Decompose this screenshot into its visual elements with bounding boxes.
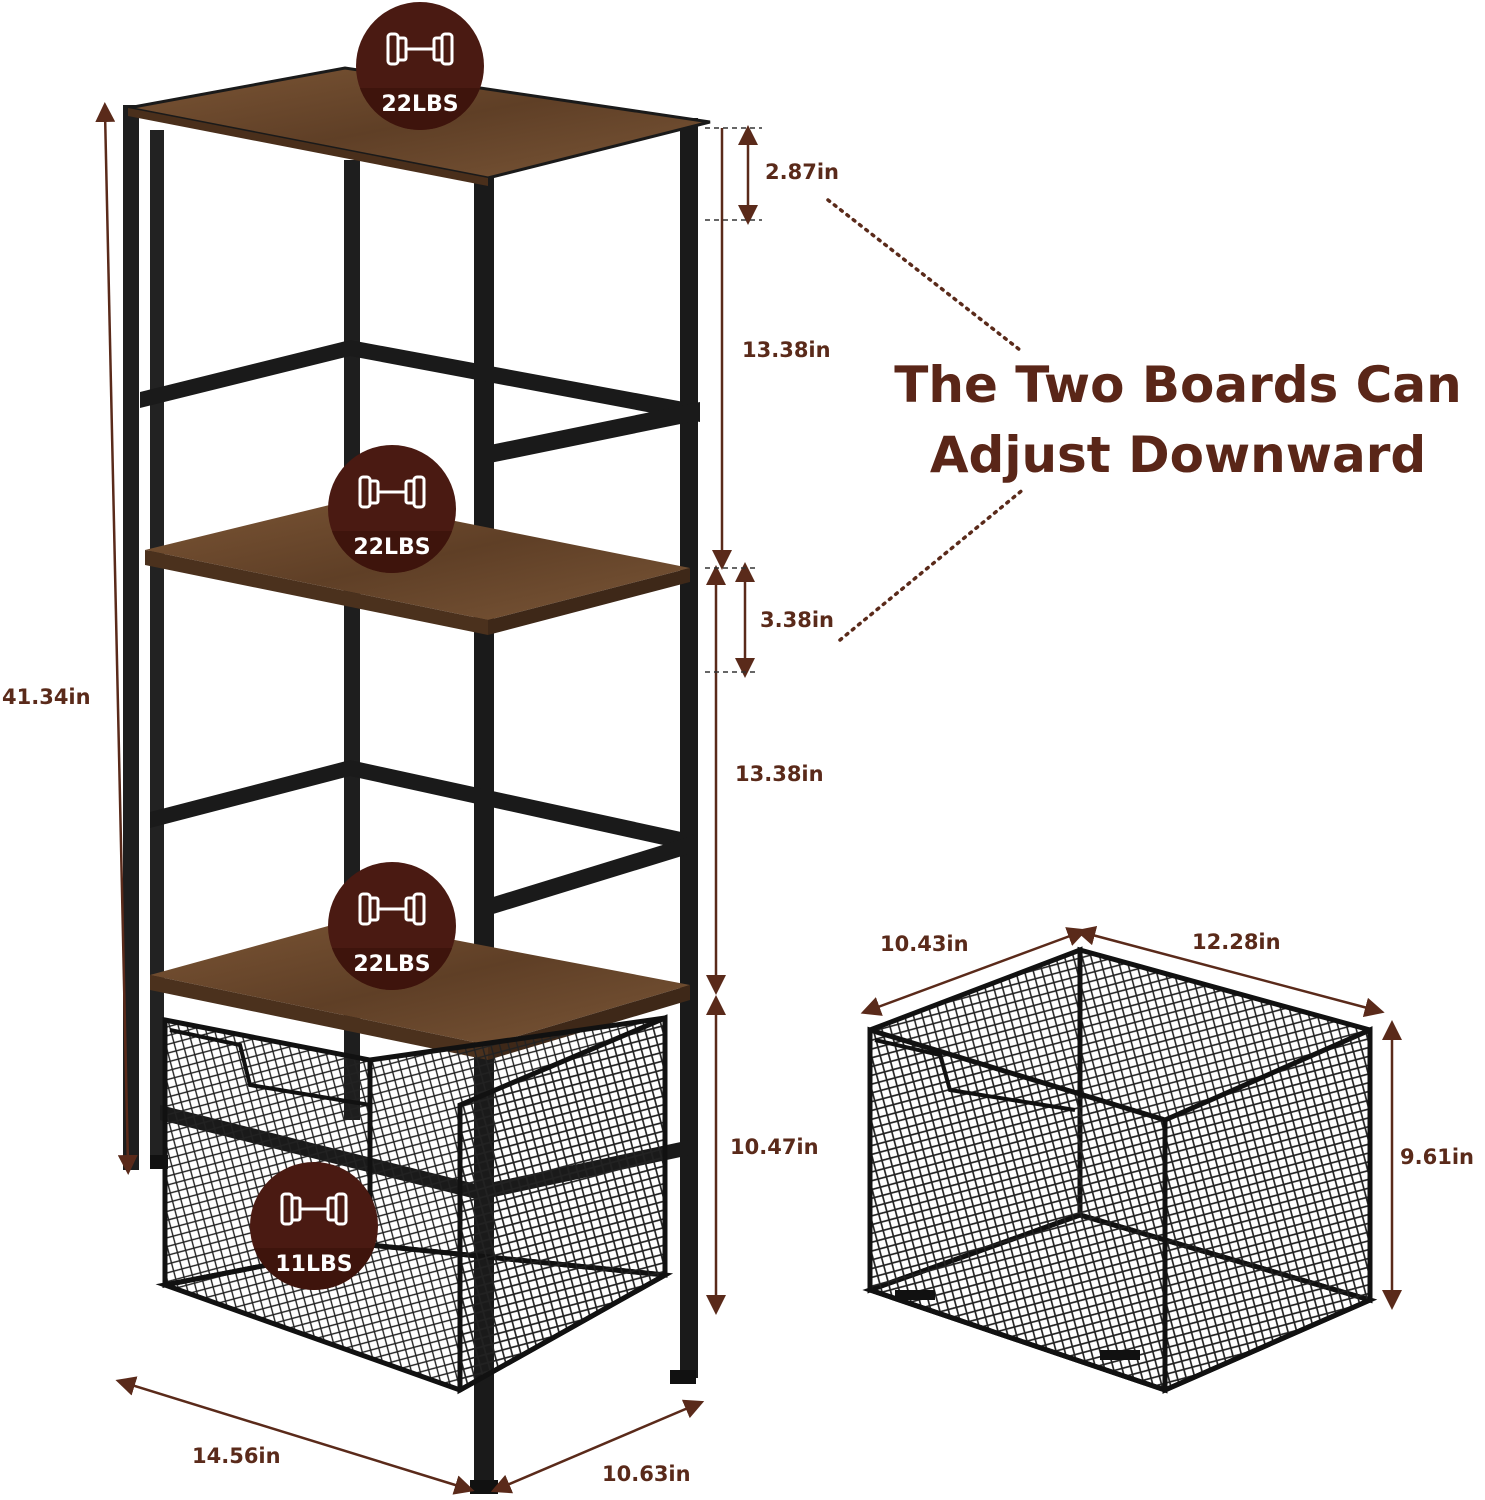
- dim-basket-depth: 10.43in: [880, 932, 969, 956]
- dim-upper-span: 13.38in: [742, 338, 831, 362]
- weight-label-lower: 22LBS: [328, 948, 456, 990]
- dumbbell-icon: [358, 892, 426, 926]
- dim-basket-height: 9.61in: [1400, 1145, 1474, 1169]
- dim-width: 14.56in: [192, 1444, 281, 1468]
- dimension-guides: [705, 127, 762, 673]
- dim-basket-width: 12.28in: [1192, 930, 1281, 954]
- headline-line-1: The Two Boards Can: [894, 356, 1462, 414]
- weight-badge-middle: 22LBS: [328, 445, 456, 573]
- dim-top-gap: 2.87in: [765, 160, 839, 184]
- weight-badge-lower: 22LBS: [328, 862, 456, 990]
- shelf-unit: [123, 66, 711, 1494]
- dumbbell-icon: [358, 475, 426, 509]
- weight-label-basket: 11LBS: [250, 1248, 378, 1290]
- dim-total-height: 41.34in: [2, 685, 91, 709]
- callout-dotted-lines: [826, 198, 1027, 642]
- dumbbell-icon: [280, 1192, 348, 1226]
- dim-depth: 10.63in: [602, 1462, 691, 1486]
- weight-badge-top: 22LBS: [356, 2, 484, 130]
- dim-basket-span: 10.47in: [730, 1135, 819, 1159]
- dim-lower-span: 13.38in: [735, 762, 824, 786]
- weight-label-middle: 22LBS: [328, 531, 456, 573]
- dumbbell-icon: [386, 32, 454, 66]
- weight-badge-basket: 11LBS: [250, 1162, 378, 1290]
- dimension-lines: [95, 102, 1402, 1495]
- dim-middle-gap: 3.38in: [760, 608, 834, 632]
- weight-label-top: 22LBS: [356, 88, 484, 130]
- standalone-basket: [862, 946, 1378, 1394]
- shelf-basket: [155, 1014, 674, 1395]
- headline-line-2: Adjust Downward: [929, 426, 1427, 484]
